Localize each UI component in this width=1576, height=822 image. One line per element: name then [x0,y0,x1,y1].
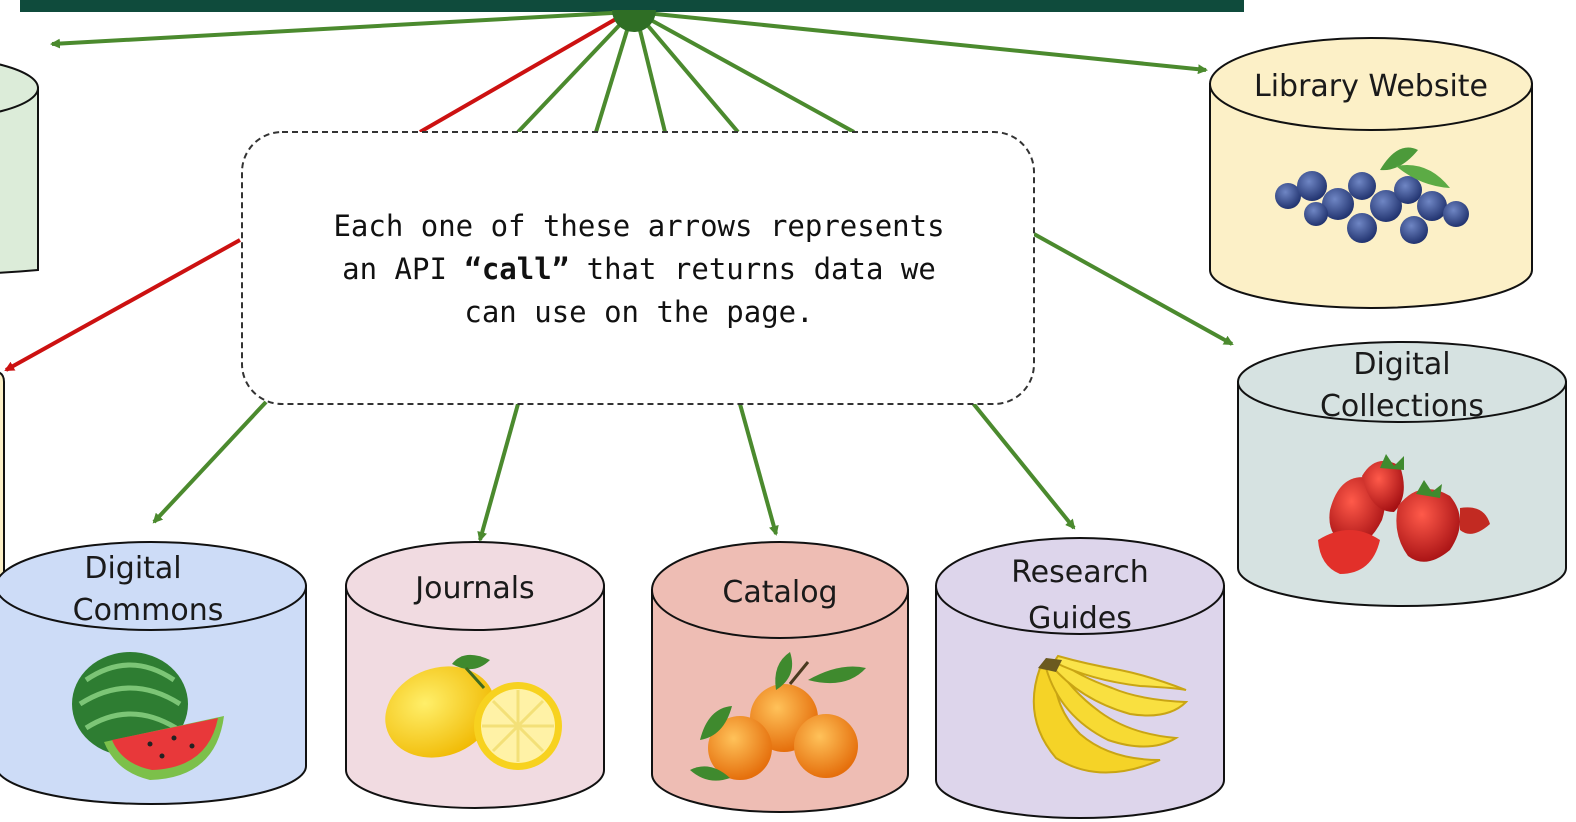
callout-text: Each one of these arrows represents an A… [245,134,1033,404]
arrow-spoke-3 [634,13,667,133]
arrow-spoke-4 [636,12,740,134]
arrow-to-library-website [635,10,1208,75]
db-label: Journals [413,571,534,606]
arrow-spoke-2 [594,13,634,133]
arrow-red-lower [4,238,241,372]
api-arrows [4,10,1234,542]
db-label: Library Website [1254,69,1488,104]
arrow-to-digital-collections [1033,232,1234,346]
db-label: Digital [84,551,181,586]
db-digital-commons: Digital Commons [0,541,307,805]
header-bar [20,0,1244,12]
db-label: Digital [1353,347,1450,382]
db-label: Collections [1320,389,1484,424]
arrow-to-journals [477,403,520,542]
watermelon-icon [72,652,224,780]
lemon-icon [385,654,562,770]
db-research-guides: Research Guides [935,537,1225,819]
arrow-spoke-1 [516,12,632,134]
db-digital-collections: Digital Collections [1237,341,1567,607]
db-catalog: Catalog [651,541,909,813]
callout-box [241,131,1035,405]
callout-call-word: “call” [464,251,570,286]
callout-line-3: can use on the page. [464,294,814,329]
db-label: Research [1011,555,1149,590]
arrow-spoke-5 [639,12,855,134]
oranges-icon [690,652,866,781]
strawberries-icon [1318,454,1490,574]
partial-db-mid-left [0,371,5,601]
callout-line-2-post: that returns data we [569,251,936,286]
arrow-to-catalog [738,403,779,536]
partial-db-top-left [0,63,39,274]
arrow-to-digital-commons [152,400,268,524]
callout-line-1: Each one of these arrows represents [333,208,945,243]
arrow-to-research-guides [970,400,1076,530]
db-library-website: Library Website [1209,37,1533,309]
bananas-icon [1032,654,1189,774]
callout-line-2: an API “call” that returns data we [279,248,999,291]
db-label: Guides [1028,601,1132,636]
db-journals: Journals [345,541,605,809]
arrow-red-upper [419,10,629,134]
db-label: Catalog [722,575,837,610]
db-label: Commons [73,593,224,628]
callout-line-2-pre: an API [342,251,465,286]
api-hub [612,10,656,32]
arrow-to-left-top [50,10,631,49]
blueberries-icon [1275,147,1469,244]
